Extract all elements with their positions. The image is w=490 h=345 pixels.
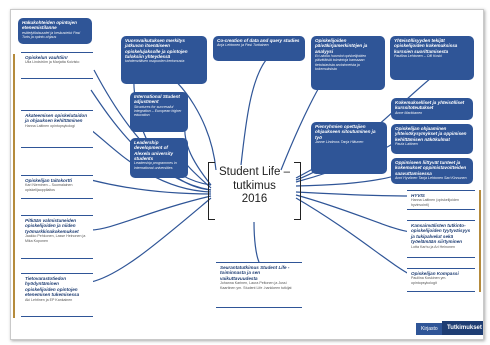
center-title-line1: Student Life – [219, 166, 290, 178]
topic-title: Yhteisöllisyyden tekijät opiskelijoiden … [394, 38, 458, 54]
mindmap-page: Hakukohteiden opintojen etenemistilanne … [10, 9, 484, 340]
item-title: Opiskelijan Kompassi [411, 271, 459, 276]
topic-sub: Janne Lindroos Tanja Hiltunen [315, 139, 364, 144]
item-sub: Kari Nieminen – Suomalainen opiskelijaop… [25, 183, 73, 192]
left-item-opiskelun-vauhtiin: Opiskelun vauhtiin! Ulla Lindström ja Ma… [21, 52, 93, 79]
topic-title: Leadership development of Alexela univer… [134, 140, 174, 161]
topic-title: Kokemukselliset ja yhteisölliset kurssit… [395, 100, 465, 111]
right-rule [479, 190, 481, 292]
item-title: Akateemisen opiskelutaidon ja ohjauksen … [25, 113, 88, 124]
topic-sub: kahdenvälisen osapuolen kertomusta [125, 59, 185, 64]
topic-box-leadership: Leadership development of Alexela univer… [130, 138, 188, 178]
topic-sub: Pauliina Lehtonen – Olli Koski [394, 53, 442, 58]
topic-box-co-creation: Co-creation of data and query studies An… [213, 36, 305, 61]
topic-box-yhteisollisyys: Yhteisöllisyyden tekijät opiskelijoiden … [390, 36, 474, 80]
center-title-line2: tutkimus [233, 179, 276, 192]
left-item-taitokortti: Opiskelijan taitokortti Kari Nieminen – … [21, 175, 93, 199]
topic-box-paivakirja: Opiskelijoiden päiväkirjamerkintöjen ja … [311, 36, 385, 90]
item-sub: Jaakko Pehkonen, Lasse Heinonen ja Mika … [25, 234, 86, 243]
right-item-kompassi: Opiskelijan Kompassi Pauliina Koskinen y… [407, 268, 475, 292]
item-sub: Hanna Laitinen opintopsykologi [25, 123, 75, 128]
topic-title: Opiskelijan ohjaaminen yhteisökysymykset… [395, 126, 467, 142]
topic-title: Vuorovaikutuksen merkitys jatkuvan itsen… [125, 38, 188, 59]
topic-box-international: International Student adjustment Structu… [130, 92, 188, 132]
left-item-akateeminen: Akateemisen opiskelutaidon ja ohjauksen … [21, 110, 93, 148]
topic-title: International Student adjustment [134, 94, 180, 105]
center-title-text: Student Life – tutkimus 2016 [214, 166, 295, 207]
item-sub: Hanna Laitinen (opiskelijoiden hyvinvoin… [411, 198, 459, 207]
footer-label-left: Kirjasto [416, 323, 443, 335]
topic-box-ohjaaminen: Opiskelijan ohjaaminen yhteisökysymykset… [391, 124, 473, 154]
item-title: Kansainvälisten tutkinto-opiskelijoiden … [411, 223, 471, 245]
topic-sub: esittelytilaisuudet ja keskustelut Pasi … [22, 30, 81, 39]
topic-title: Opiskelijoiden päiväkirjamerkintöjen ja … [315, 38, 368, 54]
topic-sub: Anni Hyvönen Tanja Lehtonen Sari Kinnune… [395, 175, 467, 180]
right-bracket [294, 162, 301, 220]
topic-sub: Leadership programmes in international u… [134, 161, 177, 170]
topic-sub: Structures for successful integration – … [134, 104, 182, 118]
item-title: Pitkään valmistuneiden opiskelijoiden ja… [25, 218, 79, 234]
topic-title: Oppimiseen liittyvät tunteet ja kokemuks… [395, 160, 467, 176]
item-title: HYVIS [411, 193, 425, 198]
topic-box-pienryhmat: Pienryhmien opettajien ohjaukseen sitout… [311, 122, 387, 174]
topic-title: Co-creation of data and query studies [217, 38, 300, 43]
topic-sub: Eri-aloilla huomiot opiskelijoiden päivi… [315, 53, 367, 72]
topic-sub: Anja Lehtonen ja Pasi Turtiainen [217, 43, 269, 48]
item-title: Seurantatutkimus Student Life -toiminnas… [220, 265, 290, 281]
right-item-hyvis: HYVIS Hanna Laitinen (opiskelijoiden hyv… [407, 190, 475, 210]
item-sub: Aki Lehtinen ja EP Kankainen [25, 297, 73, 302]
item-sub: Ulla Lindström ja Marjatta Koivisto [25, 60, 80, 65]
item-sub: Lotta Karhu ja Ari Heinonen [411, 244, 455, 249]
left-item-tietovarasto: Tietovarastotiedon hyödyntäminen opiskel… [21, 273, 93, 317]
left-rule [13, 54, 15, 318]
topic-title: Pienryhmien opettajien ohjaukseen sitout… [315, 124, 376, 140]
item-sub: Johanna Karinen, Laura Peltonen ja Jussi… [220, 281, 292, 290]
item-sub: Pauliina Koskinen ym. opintopsykologit [411, 276, 447, 285]
topic-box-hakukohteiden: Hakukohteiden opintojen etenemistilanne … [18, 18, 92, 44]
left-bracket [208, 162, 215, 220]
center-title: Student Life – tutkimus 2016 [208, 162, 301, 220]
topic-sub: Anne Markkanen [395, 110, 423, 115]
topic-title: Hakukohteiden opintojen etenemistilanne [22, 20, 77, 31]
center-title-line3: 2016 [241, 193, 268, 205]
topic-box-vuorovaikutuksen: Vuorovaikutuksen merkitys jatkuvan itsen… [121, 36, 207, 84]
topic-box-tunteet: Oppimiseen liittyvät tunteet ja kokemuks… [391, 158, 473, 184]
right-item-kansainvaliset: Kansainvälisten tutkinto-opiskelijoiden … [407, 220, 475, 258]
item-title: Tietovarastotiedon hyödyntäminen opiskel… [25, 276, 80, 298]
item-title: Opiskelun vauhtiin! [25, 55, 68, 60]
left-item-pitkaan-valmistuneet: Pitkään valmistuneiden opiskelijoiden ja… [21, 215, 93, 259]
topic-box-kurssitoteutukset: Kokemukselliset ja yhteisölliset kurssit… [391, 98, 473, 120]
bottom-item-seurantatutkimus: Seurantatutkimus Student Life -toiminnas… [216, 262, 302, 308]
topic-sub: Paula Laitinen [395, 141, 418, 146]
item-title: Opiskelijan taitokortti [25, 178, 72, 183]
footer-label-right: Tutkimukset [442, 321, 483, 335]
